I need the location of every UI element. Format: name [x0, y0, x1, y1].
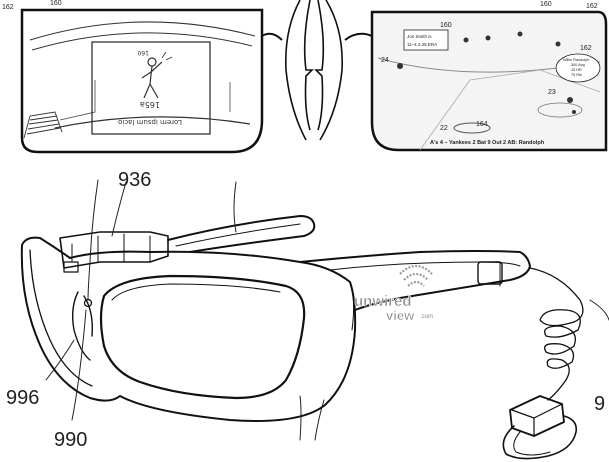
- performer-ref-label: 165a: [140, 100, 160, 109]
- ref-936: 936: [118, 169, 151, 191]
- pitcher-stats-box: [403, 29, 449, 51]
- watermark-word2: view: [386, 308, 415, 323]
- watermark-suffix: .com: [420, 314, 433, 320]
- watermark-logo: unwired view .com: [354, 264, 433, 323]
- side-arm: [299, 250, 531, 311]
- right-ref-164: 164: [476, 121, 488, 128]
- lens-outline: [99, 274, 306, 400]
- bottom-figure: [20, 179, 609, 460]
- stage-floor: [54, 116, 251, 129]
- batter-stats-line4: 75 Rbi: [571, 73, 582, 77]
- leader-lines: [45, 179, 609, 441]
- pitcher-mound: [537, 102, 583, 118]
- ref-990: 990: [54, 429, 87, 451]
- right-ref-160-top: 160: [540, 1, 552, 8]
- temple-arms: [284, 0, 343, 141]
- right-ref-162-top: 162: [586, 3, 598, 10]
- theater-arch: [29, 21, 256, 41]
- camera-module: [59, 231, 169, 269]
- batter-stats-line2: .300 Avg: [570, 63, 585, 67]
- ref-9: 9: [594, 393, 605, 415]
- nose-pad: [71, 291, 94, 361]
- earpiece-connector: [477, 261, 503, 285]
- frame-front-outline: [20, 236, 357, 422]
- wifi-icon: [399, 264, 433, 287]
- batter-stats-line3: 15 HR: [571, 68, 582, 72]
- right-ref-24: 24: [381, 57, 389, 64]
- left-ref-top-mid: 160: [50, 0, 62, 7]
- coiled-cable: [529, 267, 584, 401]
- home-plate-area: [453, 122, 491, 134]
- performer-tag: 160: [137, 49, 149, 56]
- staircase: [23, 111, 63, 139]
- batter-stats-line1: Willie Randolph: [563, 58, 589, 62]
- right-ref-160: 160: [440, 22, 452, 29]
- ref-996: 996: [6, 387, 39, 409]
- top-figure: 165a Lorem ipsum lacio 160 162 160 Jon S…: [2, 0, 608, 154]
- left-ref-top-left: 162: [2, 4, 14, 11]
- watermark-word1: unwired: [354, 293, 412, 310]
- frame-bridge: [261, 32, 373, 41]
- performer-caption: Lorem ipsum lacio: [118, 118, 182, 126]
- right-ref-22: 22: [440, 125, 448, 132]
- temple-arm: [167, 215, 316, 253]
- left-lens-frame: [20, 8, 264, 154]
- right-ref-23: 23: [548, 89, 556, 96]
- performer-figure: [141, 51, 173, 99]
- batter-stats-bubble: [555, 53, 601, 83]
- theater-screen: [91, 41, 211, 135]
- wrist-band: [502, 415, 578, 460]
- score-overlay: A's 4 – Yankees 2 Bat 9 Out 2 AB: Randol…: [430, 140, 545, 146]
- pitcher-stats-line2: 11–4 2.25 ERA: [407, 42, 437, 47]
- pitcher-stats-line1: Jon Smith is: [407, 34, 432, 39]
- fielder-markers: [397, 31, 576, 114]
- right-ref-162: 162: [580, 45, 592, 52]
